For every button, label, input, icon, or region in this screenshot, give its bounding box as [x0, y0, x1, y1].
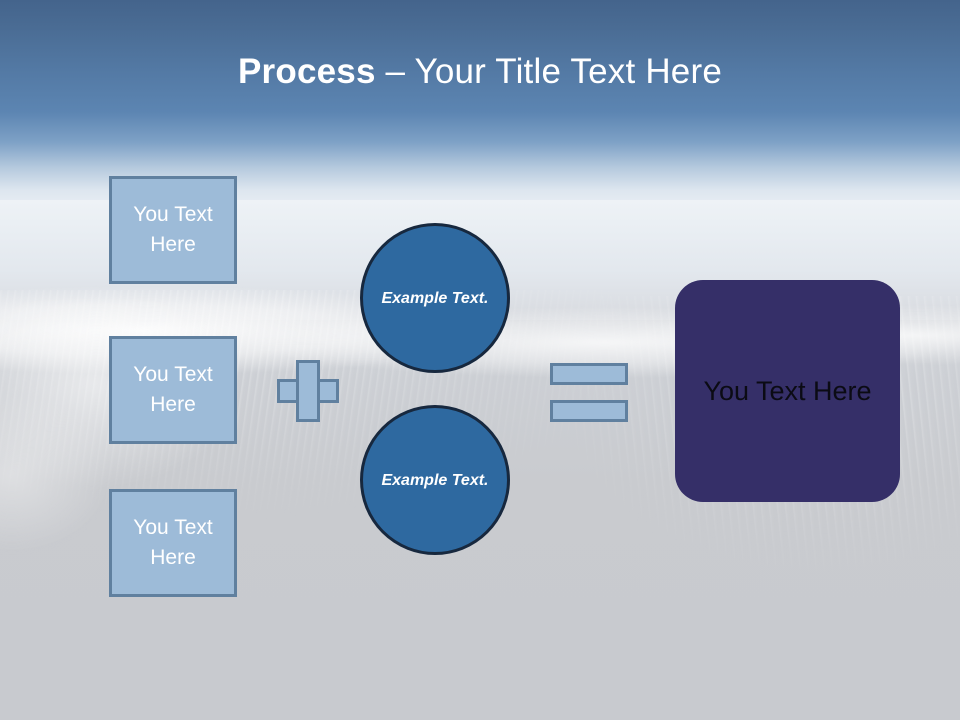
- input-box-3[interactable]: You Text Here: [109, 489, 237, 597]
- equals-icon-bottom-bar: [550, 400, 628, 422]
- slide-title-rest: – Your Title Text Here: [375, 52, 722, 91]
- result-box-label: You Text Here: [703, 376, 872, 406]
- slide-title-strong: Process: [238, 52, 376, 91]
- input-box-2-label: You Text Here: [133, 363, 213, 416]
- example-circle-1-label: Example Text.: [381, 289, 489, 307]
- plus-icon-center: [299, 382, 317, 400]
- example-circle-2[interactable]: Example Text.: [360, 405, 510, 555]
- plus-icon: [277, 360, 339, 422]
- slide-title: Process – Your Title Text Here: [0, 50, 960, 94]
- equals-icon: [550, 363, 628, 422]
- input-box-3-label: You Text Here: [133, 516, 213, 569]
- input-box-1-label: You Text Here: [133, 203, 213, 256]
- equals-icon-top-bar: [550, 363, 628, 385]
- input-box-1[interactable]: You Text Here: [109, 176, 237, 284]
- example-circle-1[interactable]: Example Text.: [360, 223, 510, 373]
- example-circle-2-label: Example Text.: [381, 471, 489, 489]
- input-box-2[interactable]: You Text Here: [109, 336, 237, 444]
- result-box[interactable]: You Text Here: [675, 280, 900, 502]
